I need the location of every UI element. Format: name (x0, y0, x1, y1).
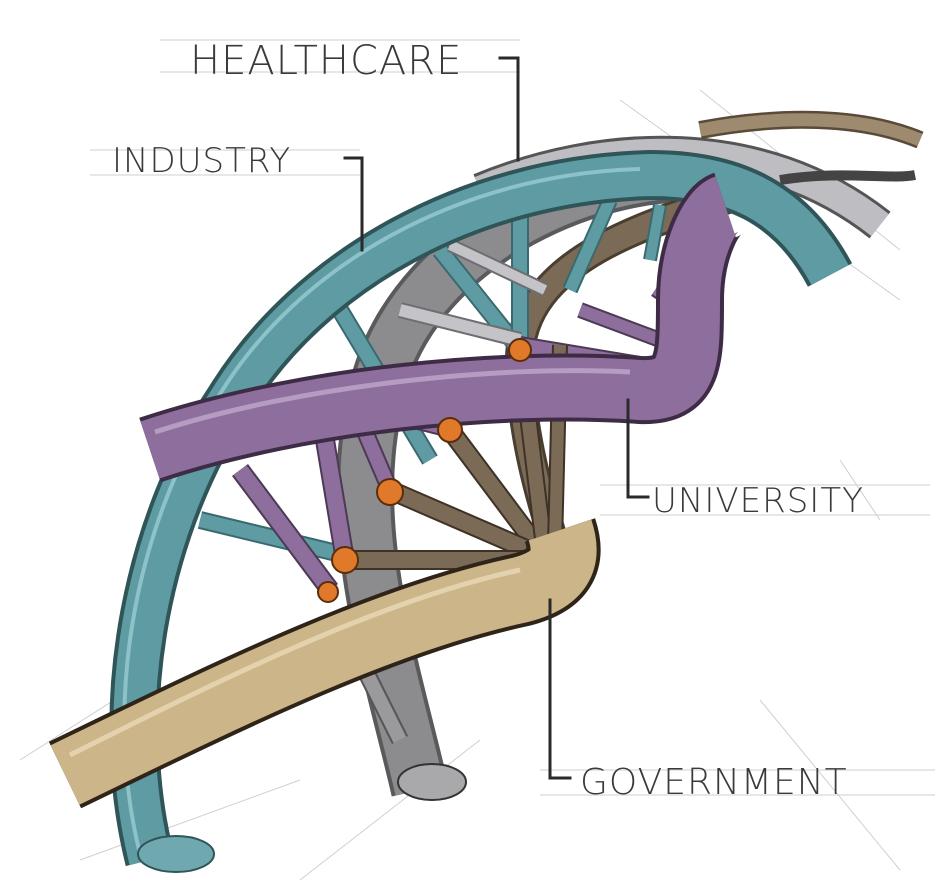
orange-junction-node (377, 479, 403, 505)
healthcare-leader (500, 58, 518, 160)
label-university: UNIVERSITY (652, 481, 864, 521)
orange-junction-node (332, 547, 358, 573)
label-healthcare: HEALTHCARE (190, 38, 462, 84)
orange-junction-node (318, 582, 338, 602)
label-industry: INDUSTRY (112, 141, 291, 181)
industry-leader (345, 158, 362, 250)
orange-junction-node (509, 339, 531, 361)
label-government: GOVERNMENT (580, 762, 848, 803)
government-leader (550, 600, 570, 778)
orange-junction-node (438, 418, 462, 442)
